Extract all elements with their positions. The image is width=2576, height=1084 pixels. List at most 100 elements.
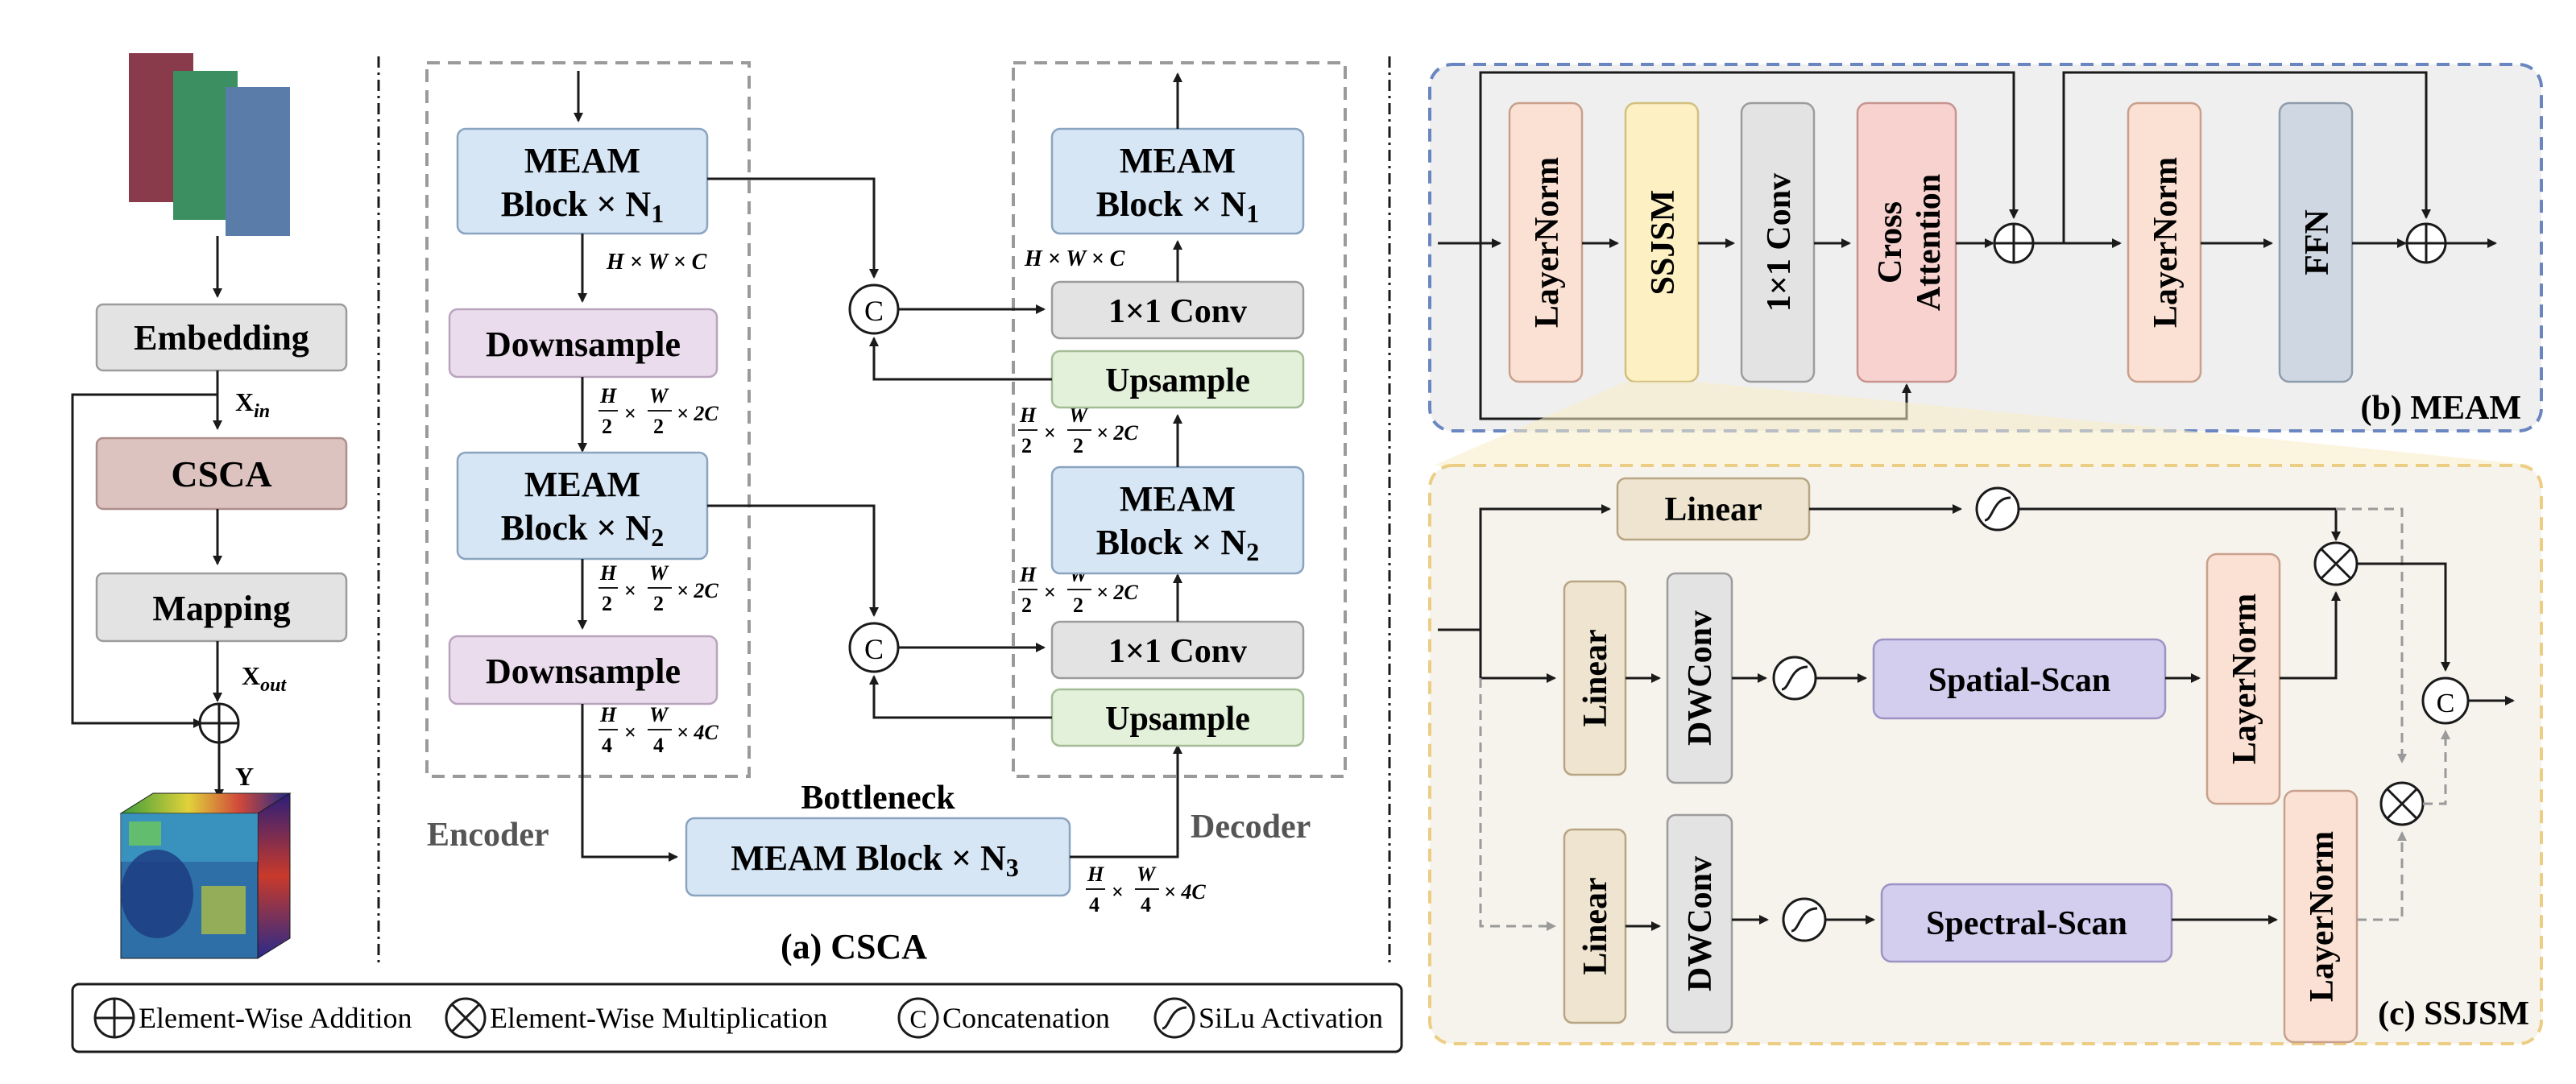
encoder-meam-1-title: MEAM bbox=[524, 141, 640, 180]
meam-caption: (b) MEAM bbox=[2361, 390, 2521, 427]
svg-text:4: 4 bbox=[602, 734, 612, 757]
svg-text:H: H bbox=[1019, 403, 1037, 427]
dim-label-half-dec-lower: H 2 × W 2 × 2C bbox=[1018, 563, 1138, 617]
decoder-meam-2-count: Block × N2 bbox=[1096, 523, 1259, 566]
svg-text:H: H bbox=[599, 703, 617, 726]
svg-text:4: 4 bbox=[1141, 893, 1151, 916]
ssjsm-spatial-scan-label: Spatial-Scan bbox=[1928, 662, 2110, 699]
csca-caption: (a) CSCA bbox=[781, 927, 927, 966]
svg-text:× 2C: × 2C bbox=[1096, 581, 1138, 604]
ssjsm-multiply-node-top bbox=[2313, 541, 2359, 586]
svg-text:2: 2 bbox=[1073, 434, 1083, 457]
svg-text:2: 2 bbox=[653, 592, 664, 615]
svg-text:H: H bbox=[599, 384, 617, 408]
svg-text:×: × bbox=[1044, 421, 1056, 445]
legend: Element-Wise Addition Element-Wise Multi… bbox=[71, 983, 1403, 1053]
bottleneck-label: Bottleneck bbox=[801, 780, 955, 817]
ssjsm-linear-bot-label: Linear bbox=[1577, 877, 1614, 974]
dim-label-quarter-dec: H 4 × W 4 × 4C bbox=[1086, 863, 1206, 916]
svg-text:C: C bbox=[864, 295, 884, 327]
svg-text:W: W bbox=[649, 703, 669, 726]
encoder-frame bbox=[425, 61, 751, 778]
svg-text:4: 4 bbox=[653, 734, 664, 757]
concatenation-icon: C bbox=[897, 997, 939, 1039]
mapping-block bbox=[95, 572, 348, 643]
x-in-label: Xin bbox=[235, 387, 270, 422]
svg-text:×: × bbox=[624, 579, 636, 602]
meam-layernorm-2-label: LayerNorm bbox=[2147, 157, 2185, 328]
ssjsm-layernorm-bot bbox=[2283, 789, 2359, 1044]
meam-cross-attention-label-2: Attention bbox=[1911, 174, 1948, 311]
ssjsm-dwconv-bot-label: DWConv bbox=[1682, 856, 1719, 991]
svg-text:2: 2 bbox=[653, 415, 664, 438]
meam-conv-label: 1×1 Conv bbox=[1761, 173, 1798, 312]
meam-ssjsm-label: SSJSM bbox=[1645, 190, 1682, 296]
ssjsm-multiply-node-bottom bbox=[2379, 781, 2425, 826]
separators bbox=[377, 56, 1391, 966]
legend-addition-label: Element-Wise Addition bbox=[139, 1002, 412, 1034]
svg-text:× 4C: × 4C bbox=[677, 721, 719, 744]
hsi-output-cube bbox=[119, 792, 292, 959]
encoder-label: Encoder bbox=[427, 817, 549, 854]
svg-text:× 2C: × 2C bbox=[677, 579, 719, 602]
meam-panel-frame bbox=[1428, 63, 2543, 432]
svg-text:× 2C: × 2C bbox=[677, 402, 719, 425]
ssjsm-linear-mid-label: Linear bbox=[1577, 629, 1614, 726]
embedding-block bbox=[95, 303, 348, 372]
svg-text:W: W bbox=[1137, 863, 1157, 886]
meam-ffn-label: FFN bbox=[2299, 209, 2336, 275]
residual-addition-node bbox=[198, 702, 240, 744]
encoder-meam-1-count: Block × N1 bbox=[501, 184, 664, 228]
ssjsm-panel: Linear Linear DWConv Spatial-Scan bbox=[1428, 464, 2543, 1045]
svg-text:C: C bbox=[2437, 689, 2455, 718]
svg-text:× 4C: × 4C bbox=[1164, 880, 1206, 904]
concat-node-upper: C bbox=[848, 283, 900, 335]
svg-text:× 2C: × 2C bbox=[1096, 421, 1138, 445]
csca-panel: MEAM Block × N1 H × W × C Downsample H 2… bbox=[425, 61, 1347, 966]
dim-label-half-dec-upper: H 2 × W 2 × 2C bbox=[1018, 403, 1138, 457]
upsample-2-label: Upsample bbox=[1105, 362, 1250, 399]
silu-icon bbox=[1153, 997, 1195, 1039]
decoder-label: Decoder bbox=[1191, 809, 1311, 846]
dim-label-quarter-enc: H 4 × W 4 × 4C bbox=[598, 703, 719, 757]
conv-1-label: 1×1 Conv bbox=[1108, 633, 1247, 670]
hsi-input-image bbox=[129, 53, 290, 236]
csca-block bbox=[95, 436, 348, 511]
ssjsm-layernorm-bot-label: LayerNorm bbox=[2304, 831, 2341, 1002]
conv-2-label: 1×1 Conv bbox=[1108, 293, 1247, 330]
left-pipeline: Embedding Xin CSCA Mapping Xout Y bbox=[71, 53, 348, 959]
legend-multiplication-label: Element-Wise Multiplication bbox=[490, 1002, 827, 1034]
downsample-1-label: Downsample bbox=[486, 325, 681, 364]
svg-text:C: C bbox=[909, 1004, 926, 1033]
ssjsm-caption: (c) SSJSM bbox=[2378, 995, 2529, 1032]
svg-text:C: C bbox=[864, 633, 884, 665]
svg-text:2: 2 bbox=[602, 592, 612, 615]
bottleneck-box-label: MEAM Block × N3 bbox=[731, 838, 1019, 882]
dim-label-hwc-decoder: H × W × C bbox=[1024, 246, 1125, 271]
svg-text:4: 4 bbox=[1089, 893, 1100, 916]
ssjsm-spectral-scan bbox=[1880, 883, 2173, 963]
meam-addition-node-1 bbox=[1993, 222, 2035, 264]
silu-icon-top bbox=[1975, 486, 2020, 532]
downsample-2-label: Downsample bbox=[486, 652, 681, 691]
meam-addition-node-2 bbox=[2405, 222, 2447, 264]
upsample-1-label: Upsample bbox=[1105, 701, 1250, 738]
x-out-label: Xout bbox=[242, 661, 287, 696]
legend-concatenation-label: Concatenation bbox=[942, 1002, 1110, 1034]
legend-silu-label: SiLu Activation bbox=[1199, 1002, 1383, 1034]
legend-frame bbox=[71, 983, 1403, 1053]
ssjsm-dwconv-mid-label: DWConv bbox=[1682, 610, 1719, 746]
dim-label-half-1: H 2 × W 2 × 2C bbox=[598, 384, 719, 438]
svg-text:×: × bbox=[1112, 880, 1124, 904]
multiplication-icon bbox=[445, 997, 487, 1039]
svg-text:×: × bbox=[1044, 581, 1056, 604]
svg-text:2: 2 bbox=[1073, 594, 1083, 617]
svg-text:W: W bbox=[649, 384, 669, 408]
svg-text:W: W bbox=[649, 561, 669, 585]
svg-text:×: × bbox=[624, 402, 636, 425]
addition-icon bbox=[93, 997, 135, 1039]
mapping-label: Mapping bbox=[152, 589, 290, 628]
svg-text:2: 2 bbox=[602, 415, 612, 438]
csca-label: CSCA bbox=[171, 453, 271, 494]
